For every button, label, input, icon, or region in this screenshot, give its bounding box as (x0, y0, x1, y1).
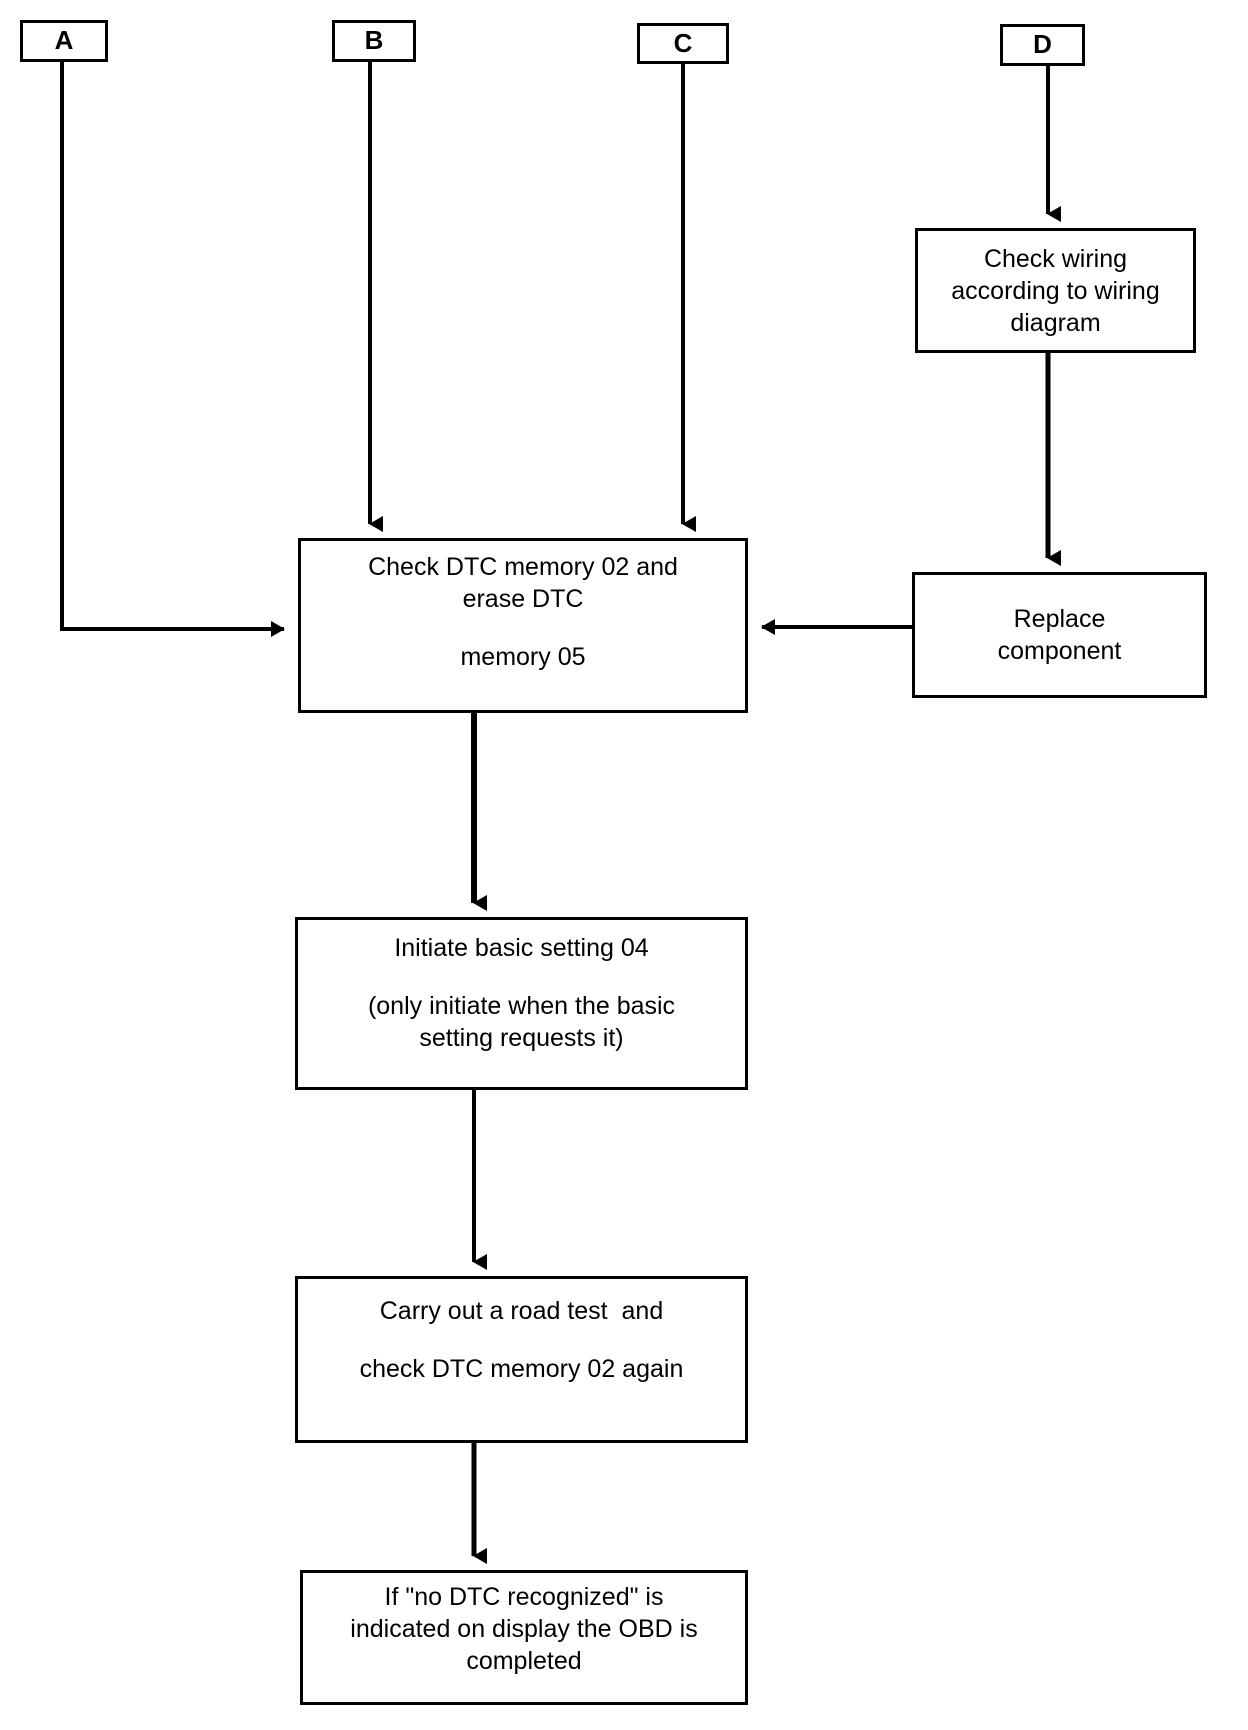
connector-a-label: A (54, 25, 74, 56)
node-obd-completed[interactable]: If "no DTC recognized" is indicated on d… (300, 1570, 748, 1705)
node-check-wiring[interactable]: Check wiring according to wiring diagram (915, 228, 1196, 353)
node-check-dtc-line-1: Check DTC memory 02 and (368, 553, 678, 581)
node-check-dtc-line-3: memory 05 (460, 643, 586, 671)
connector-b-label: B (364, 25, 384, 56)
node-initiate-basic-setting-line-1: Initiate basic setting 04 (394, 934, 649, 962)
node-road-test-line-1: Carry out a road test and (379, 1297, 664, 1325)
node-initiate-basic-setting-line-2: (only initiate when the basic (367, 992, 676, 1020)
node-initiate-basic-setting-line-3: setting requests it) (419, 1024, 624, 1052)
node-replace-component[interactable]: Replace component (912, 572, 1207, 698)
node-replace-component-line-1: Replace (1013, 605, 1106, 633)
node-road-test-line-2: check DTC memory 02 again (359, 1355, 684, 1383)
connector-c-label: C (673, 27, 693, 58)
connector-a[interactable]: A (20, 20, 108, 62)
node-obd-completed-line-2: indicated on display the OBD is (350, 1615, 698, 1643)
connector-d[interactable]: D (1000, 24, 1085, 66)
node-check-wiring-line-2: according to wiring (951, 276, 1160, 305)
node-check-dtc-memory[interactable]: Check DTC memory 02 and erase DTC memory… (298, 538, 748, 713)
node-check-dtc-line-2: erase DTC (462, 585, 584, 613)
node-road-test[interactable]: Carry out a road test and check DTC memo… (295, 1276, 748, 1443)
connector-c[interactable]: C (637, 23, 729, 64)
node-initiate-basic-setting[interactable]: Initiate basic setting 04 (only initiate… (295, 917, 748, 1090)
node-replace-component-line-2: component (997, 637, 1122, 665)
edge-a-to-check-dtc (60, 62, 285, 637)
node-obd-completed-line-1: If "no DTC recognized" is (384, 1583, 664, 1611)
node-check-wiring-line-3: diagram (1010, 308, 1101, 337)
connector-d-label: D (1033, 29, 1052, 60)
node-obd-completed-line-3: completed (466, 1647, 582, 1675)
node-check-wiring-line-1: Check wiring (983, 244, 1128, 273)
connector-b[interactable]: B (332, 20, 416, 62)
